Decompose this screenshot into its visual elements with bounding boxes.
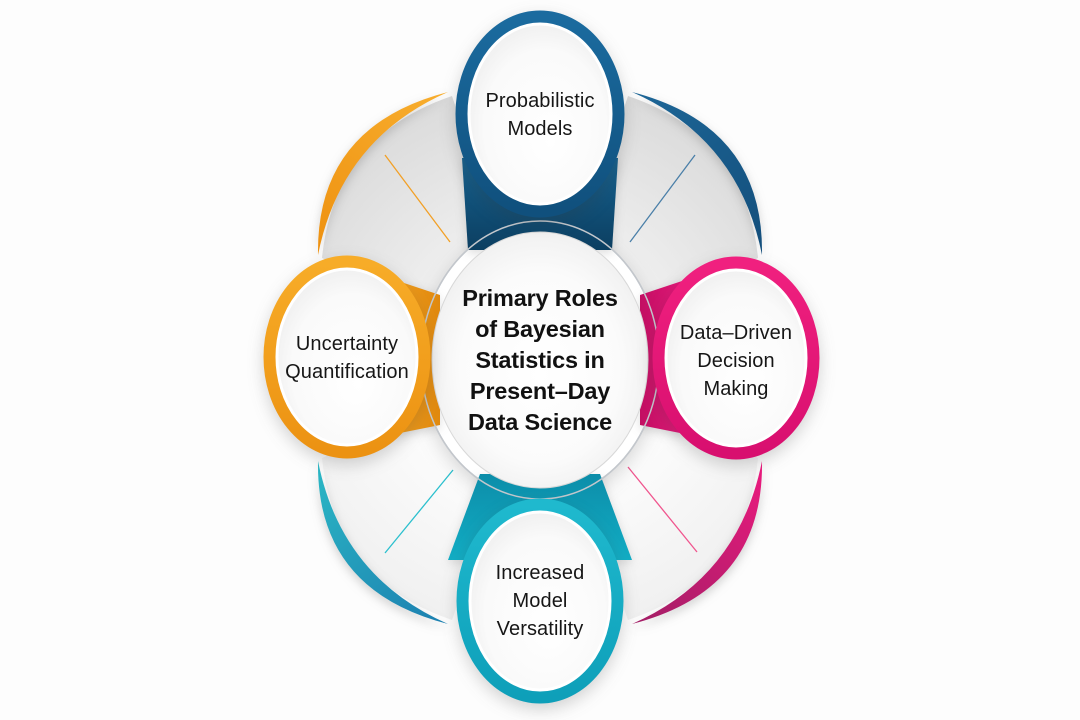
radial-line-bottom-right [627, 466, 698, 553]
node-left-ring [263, 255, 431, 459]
arc-orange-top-left [317, 92, 448, 255]
node-bottom-face [468, 510, 612, 692]
node-probabilistic-models [455, 10, 625, 218]
node-uncertainty-quantification [263, 255, 431, 459]
radial-line-top-right [629, 154, 696, 243]
node-top-ring [455, 10, 625, 218]
arc-pink-bottom-right [632, 461, 763, 624]
arc-blue-top-right [632, 92, 763, 255]
node-right-face [664, 268, 808, 448]
node-top-face [467, 22, 613, 206]
node-data-driven-decision-making [652, 256, 820, 460]
node-bottom-ring [456, 498, 624, 704]
node-increased-model-versatility [456, 498, 624, 704]
radial-line-top-left [384, 154, 451, 243]
node-right-ring [652, 256, 820, 460]
arc-teal-bottom-left [317, 461, 448, 624]
node-left-face [275, 267, 419, 447]
center-circle-face [431, 231, 649, 489]
radial-line-bottom-left [384, 469, 454, 554]
